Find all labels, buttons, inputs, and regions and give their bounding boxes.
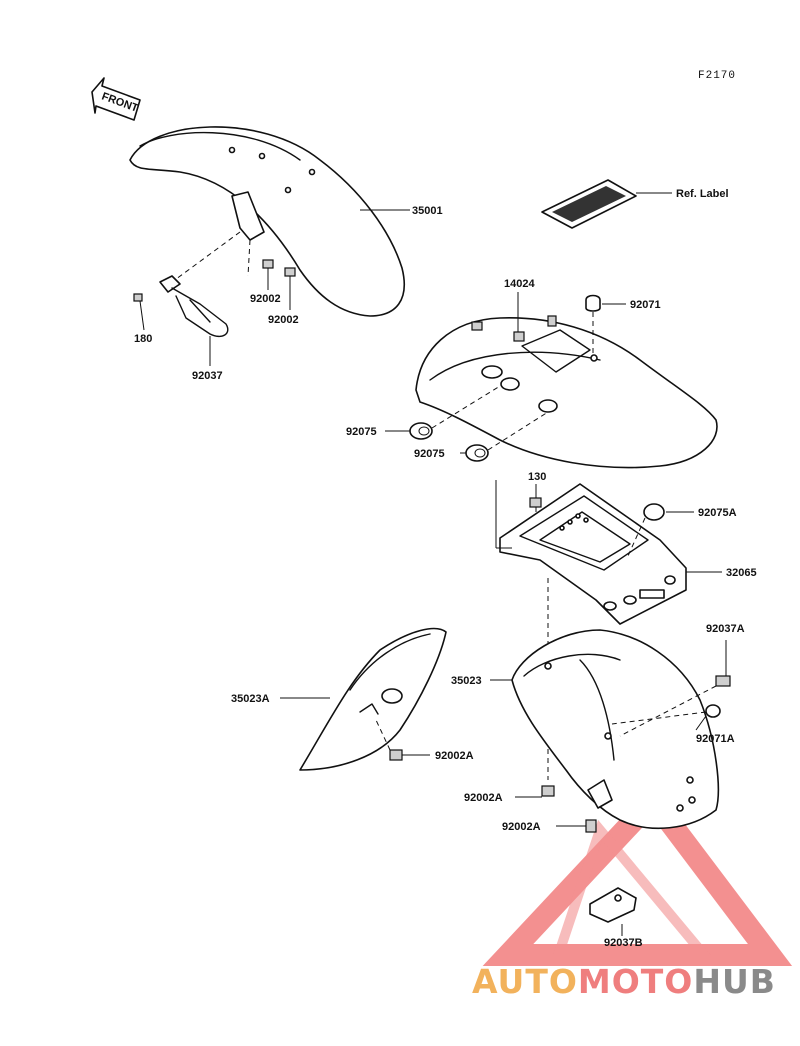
screw-180	[133, 293, 145, 331]
label-ref-label: Ref. Label	[676, 188, 729, 200]
label-92002-b: 92002	[268, 314, 299, 326]
label-92037B: 92037B	[604, 937, 643, 949]
grommet-92075-b	[460, 411, 549, 462]
bolt-92002A-a	[375, 719, 430, 761]
bolt-92002-a	[262, 259, 274, 290]
bolt-92002A-c	[556, 819, 597, 833]
label-92075-a: 92075	[346, 426, 377, 438]
front-arrow-icon: FRONT	[91, 77, 141, 121]
watermark-triangle-icon	[482, 782, 793, 966]
grommet-92071	[585, 294, 626, 356]
label-35023A: 35023A	[231, 693, 270, 705]
label-92075-b: 92075	[414, 448, 445, 460]
bracket-32065	[495, 480, 722, 625]
label-130: 130	[528, 471, 546, 483]
ref-label-plate	[541, 179, 672, 229]
nut-92037A	[619, 640, 731, 737]
watermark-logo: AUTOMOTOHUB	[472, 962, 776, 1001]
bolt-92002-b	[284, 267, 296, 310]
inner-fender-35023	[490, 629, 720, 830]
watermark-part-moto: MOTO	[577, 962, 694, 1001]
grommet-92075A	[627, 503, 694, 557]
label-92002A-b: 92002A	[464, 792, 503, 804]
label-92002A-c: 92002A	[502, 821, 541, 833]
label-35023: 35023	[451, 675, 482, 687]
front-fender	[129, 126, 410, 317]
bolt-92002A-b	[515, 785, 555, 798]
watermark-part-hub: HUB	[693, 962, 776, 1001]
label-92037: 92037	[192, 370, 223, 382]
screw-130	[529, 484, 542, 520]
bracket-92037B	[589, 887, 637, 936]
watermark-part-auto: AUTO	[472, 962, 578, 1001]
label-35001: 35001	[412, 205, 443, 217]
label-92037A: 92037A	[706, 623, 745, 635]
label-180: 180	[134, 333, 152, 345]
label-92071A: 92071A	[696, 733, 735, 745]
label-92071: 92071	[630, 299, 661, 311]
label-92075A: 92075A	[698, 507, 737, 519]
label-32065: 32065	[726, 567, 757, 579]
grommet-92071A	[611, 704, 721, 731]
grommet-92075-a	[385, 385, 501, 440]
rear-fender	[415, 292, 718, 469]
label-92002-a: 92002	[250, 293, 281, 305]
figure-ref: F2170	[698, 70, 736, 82]
label-14024: 14024	[504, 278, 535, 290]
side-cover-35023A	[280, 627, 447, 771]
hose-clamp-92037	[159, 275, 229, 366]
label-92002A-a: 92002A	[435, 750, 474, 762]
